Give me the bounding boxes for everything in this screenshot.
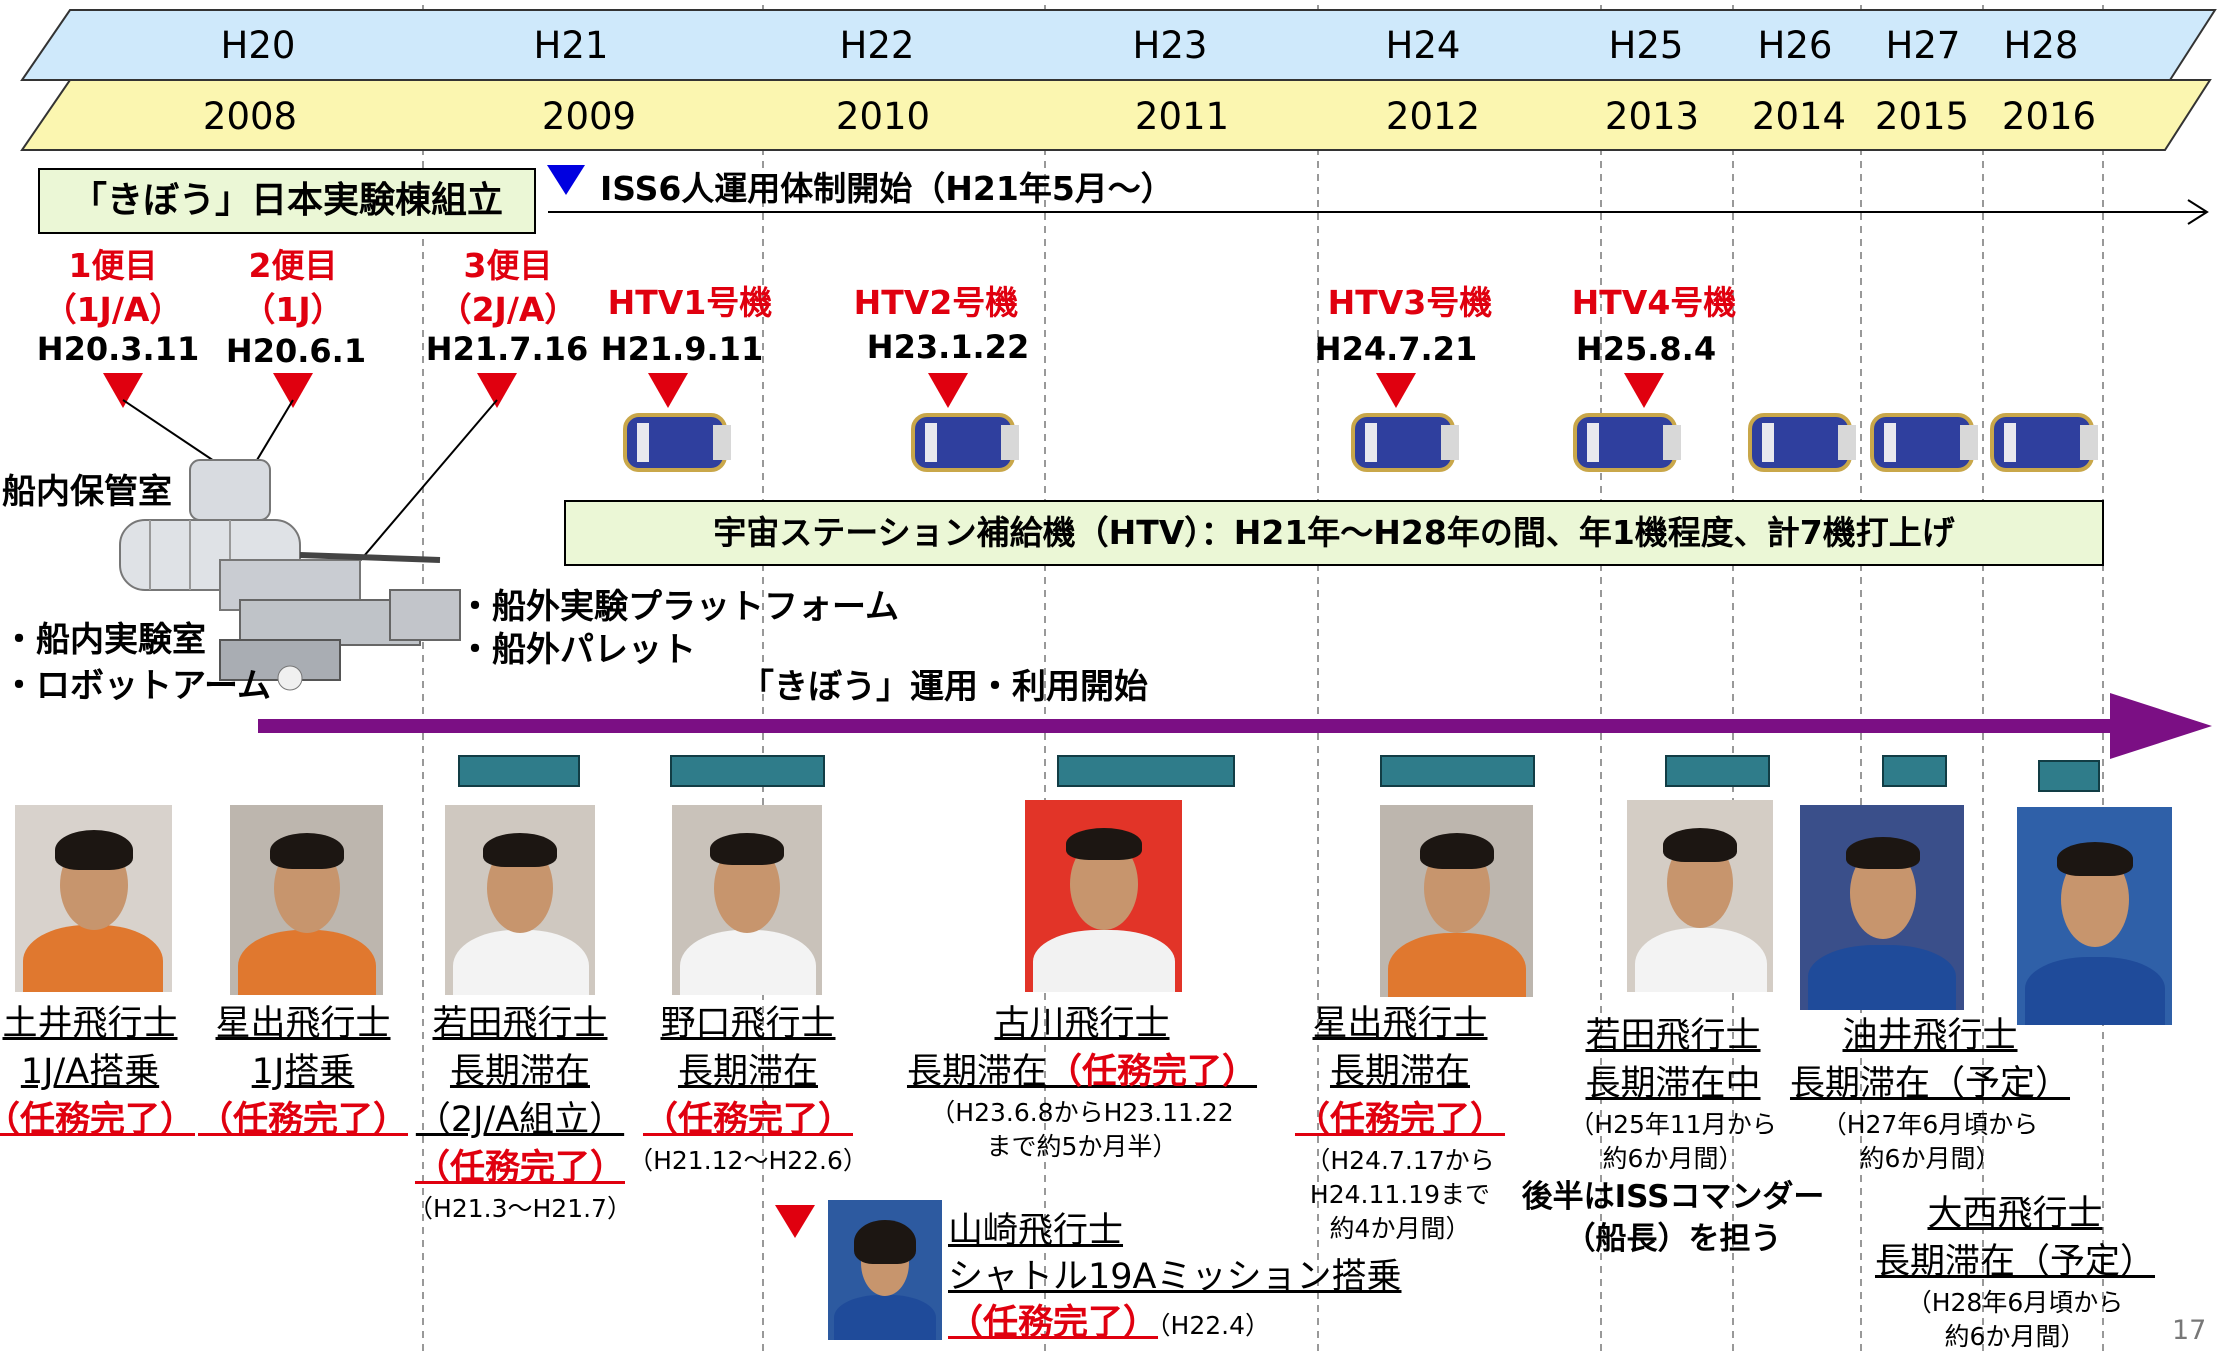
mission-bar	[1665, 755, 1770, 787]
mission-bar	[1057, 755, 1235, 787]
astronaut-photo	[1025, 800, 1182, 992]
astronaut-photo	[828, 1200, 942, 1340]
era-label: H26	[1757, 24, 1833, 67]
astronaut-photo	[15, 805, 172, 992]
operation-arrowhead	[2110, 693, 2212, 759]
era-label: H23	[1132, 24, 1208, 67]
page-number: 17	[2172, 1315, 2207, 1346]
era-label: H20	[220, 24, 296, 67]
mission-bar	[1380, 755, 1535, 787]
mission-bar	[670, 755, 825, 787]
htv1-date: H21.9.11	[600, 330, 764, 368]
htv2-date: H23.1.22	[866, 328, 1030, 366]
mission-bar	[1882, 755, 1947, 787]
astronaut-furukawa: 古川飛行士 長期滞在（任務完了） （H23.6.8からH23.11.22 まで約…	[906, 1004, 1258, 1161]
htv-banner: 宇宙ステーション補給機（HTV）：H21年～H28年の間、年1機程度、計7機打上…	[564, 500, 2104, 566]
astronaut-photo	[1800, 805, 1964, 1010]
year-label: 2008	[202, 95, 298, 138]
htv4-date: H25.8.4	[1575, 330, 1717, 368]
year-label: 2012	[1385, 95, 1481, 138]
flight-2-label: 2便目（1J）	[242, 246, 344, 329]
era-label: H21	[533, 24, 609, 67]
astronaut-yamazaki: 山崎飛行士 シャトル19Aミッション搭乗 （任務完了）（H22.4）	[948, 1211, 1402, 1343]
iss-six-label: ISS6人運用体制開始（H21年5月～）	[600, 169, 1174, 208]
year-label: 2013	[1604, 95, 1700, 138]
flight-2-date: H20.6.1	[225, 332, 367, 370]
astronaut-photo	[1380, 805, 1533, 997]
era-label: H22	[839, 24, 915, 67]
platform-label: ・船外実験プラットフォーム	[458, 587, 899, 627]
astronaut-photo	[672, 805, 822, 995]
htv4-label: HTV4号機	[1571, 283, 1737, 322]
astronaut-photo	[2017, 807, 2172, 1025]
htv1-label: HTV1号機	[607, 283, 773, 322]
lab-module-label: ・船内実験室	[2, 620, 206, 660]
era-label: H27	[1885, 24, 1961, 67]
astronaut-noguchi: 野口飛行士 長期滞在 （任務完了） （H21.12～H22.6）	[628, 1004, 868, 1175]
storage-module-label: 船内保管室	[2, 472, 172, 512]
htv2-label: HTV2号機	[853, 283, 1019, 322]
flight-1-label: 1便目（1J/A）	[43, 246, 183, 329]
year-label: 2016	[2001, 95, 2097, 138]
pallet-label: ・船外パレット	[458, 630, 696, 670]
astronaut-photo	[230, 805, 383, 995]
flight-markers	[103, 373, 1664, 1238]
iss-six-marker	[547, 165, 585, 195]
kibo-station-illustration	[119, 459, 461, 691]
astronaut-photo	[1627, 800, 1773, 992]
mission-bar	[458, 755, 580, 787]
astronaut-photo	[445, 805, 595, 995]
flight-1-date: H20.3.11	[36, 330, 200, 368]
astronaut-hoshide-1: 星出飛行士 1J搭乗 （任務完了）	[197, 1004, 409, 1140]
astronaut-wakata-2: 若田飛行士 長期滞在中 （H25年11月から 約6か月間） 後半はISSコマンダ…	[1521, 1016, 1825, 1257]
kibo-assembly-title: 「きぼう」日本実験棟組立	[38, 168, 536, 234]
era-label: H24	[1385, 24, 1461, 67]
year-label: 2009	[541, 95, 637, 138]
htv3-date: H24.7.21	[1314, 330, 1478, 368]
htv3-label: HTV3号機	[1327, 283, 1493, 322]
year-band	[20, 79, 2212, 151]
year-label: 2014	[1751, 95, 1847, 138]
flight-3-label: 3便目（2J/A）	[438, 246, 578, 329]
year-label: 2011	[1134, 95, 1230, 138]
era-label: H25	[1608, 24, 1684, 67]
astronaut-onishi: 大西飛行士 長期滞在（予定） （H28年6月頃から 約6か月間）	[1874, 1194, 2156, 1351]
era-label: H28	[2003, 24, 2079, 67]
operation-start-label: 「きぼう」運用・利用開始	[740, 667, 1148, 707]
year-label: 2015	[1874, 95, 1970, 138]
astronaut-doi: 土井飛行士 1J/A搭乗 （任務完了）	[0, 1004, 196, 1140]
robot-arm-label: ・ロボットアーム	[2, 666, 271, 706]
astronaut-yui: 油井飛行士 長期滞在（予定） （H27年6月頃から 約6か月間）	[1789, 1016, 2071, 1173]
htv-vehicles	[623, 413, 2098, 472]
mission-bar	[2038, 760, 2100, 792]
astronaut-wakata-1: 若田飛行士 長期滞在 （2J/A組立） （任務完了） （H21.3～H21.7）	[408, 1004, 632, 1223]
flight-3-date: H21.7.16	[425, 330, 589, 368]
astronaut-hoshide-2: 星出飛行士 長期滞在 （任務完了） （H24.7.17から H24.11.19ま…	[1294, 1004, 1506, 1243]
year-label: 2010	[835, 95, 931, 138]
year-dividers	[422, 5, 2104, 1352]
